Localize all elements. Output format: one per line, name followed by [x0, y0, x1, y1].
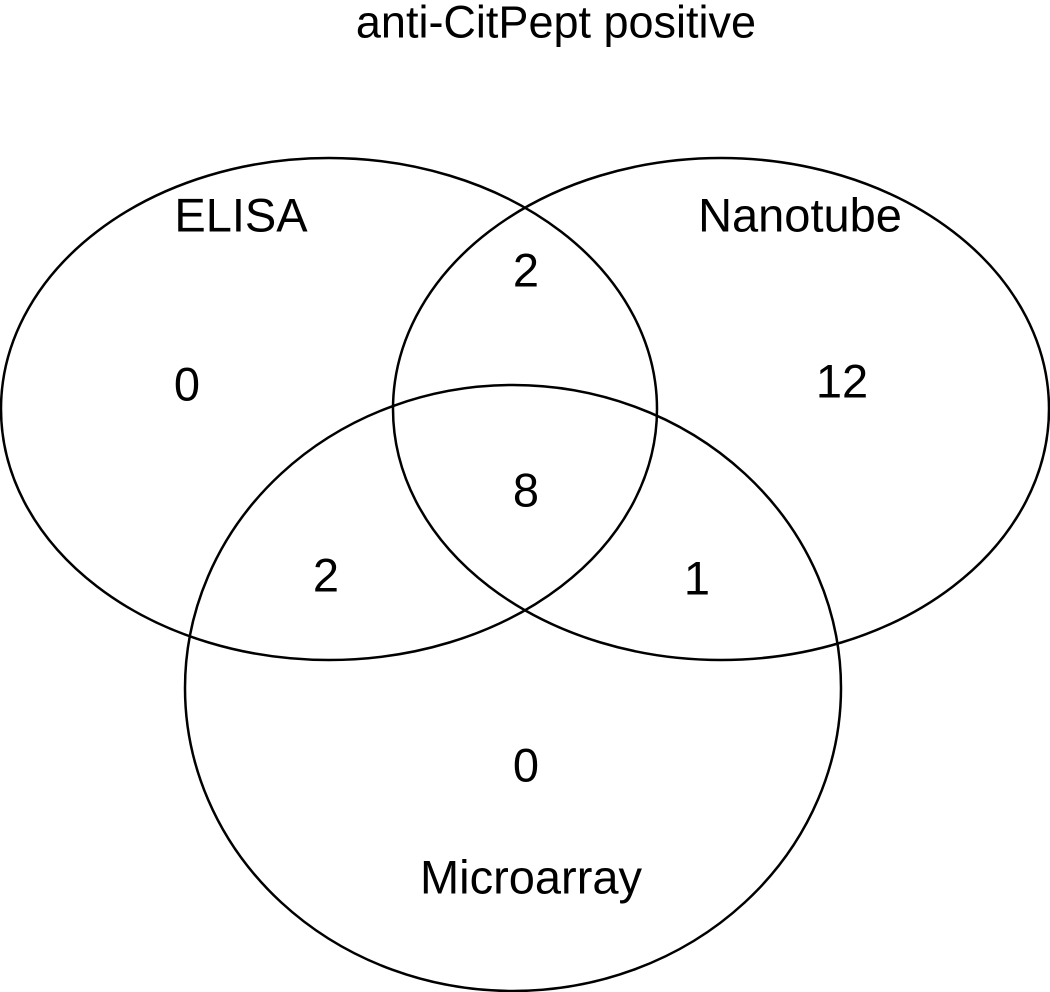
- elisa-only-count: 0: [174, 358, 200, 411]
- nanotube-circle: [391, 156, 1050, 662]
- nanotube-only-count: 12: [816, 355, 868, 408]
- elisa-nanotube-count: 2: [513, 244, 539, 297]
- elisa-microarray-count: 2: [313, 549, 339, 602]
- microarray-only-count: 0: [513, 739, 539, 792]
- diagram-title: anti-CitPept positive: [356, 0, 756, 48]
- microarray-label: Microarray: [420, 851, 642, 904]
- all-three-count: 8: [513, 464, 539, 517]
- nanotube-label: Nanotube: [698, 189, 902, 242]
- elisa-label: ELISA: [174, 189, 308, 242]
- microarray-circle: [183, 383, 843, 992]
- elisa-circle: [0, 156, 659, 662]
- nanotube-microarray-count: 1: [684, 552, 710, 605]
